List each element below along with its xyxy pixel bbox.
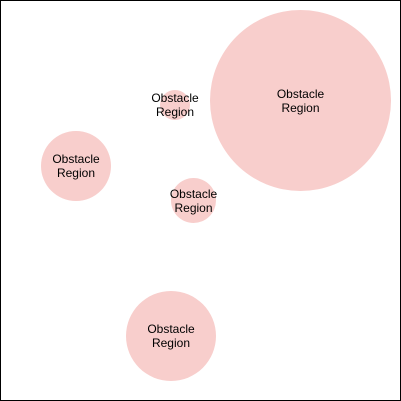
obstacle-region-tiny: Obstacle Region — [151, 90, 199, 120]
obstacle-label: Obstacle Region — [276, 86, 325, 115]
obstacle-region-small: Obstacle Region — [169, 178, 218, 223]
obstacle-region-bottom: Obstacle Region — [126, 291, 216, 381]
obstacle-label: Obstacle Region — [147, 322, 195, 350]
obstacle-region-large: Obstacle Region — [210, 10, 391, 191]
obstacle-label: Obstacle Region — [151, 91, 199, 119]
obstacle-label: Obstacle Region — [169, 186, 218, 215]
obstacle-label: Obstacle Region — [52, 152, 100, 180]
obstacle-region-left: Obstacle Region — [41, 131, 111, 201]
